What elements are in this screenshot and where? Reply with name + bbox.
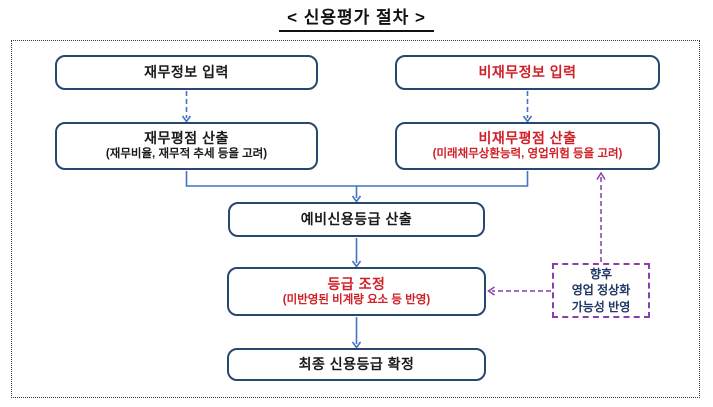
node-rating-adjustment-note: (미반영된 비계량 요소 등 반영)	[282, 293, 431, 306]
node-final-rating-label: 최종 신용등급 확정	[298, 356, 415, 373]
node-rating-adjustment: 등급 조정 (미반영된 비계량 요소 등 반영)	[227, 267, 486, 316]
diagram-title: < 신용평가 절차 >	[279, 3, 434, 32]
node-final-rating: 최종 신용등급 확정	[227, 348, 486, 381]
node-financial-score-note: (재무비율, 재무적 추세 등을 고려)	[105, 148, 268, 161]
future-note-line1: 향후	[589, 267, 613, 282]
node-nonfinancial-score-note: (미래채무상환능력, 영업위험 등을 고려)	[432, 148, 623, 161]
node-financial-input-label: 재무정보 입력	[144, 64, 229, 81]
node-future-normalization-note: 향후 영업 정상화 가능성 반영	[552, 263, 650, 318]
diagram-title-wrap: < 신용평가 절차 >	[0, 3, 713, 32]
node-financial-score: 재무평점 산출 (재무비율, 재무적 추세 등을 고려)	[55, 122, 318, 170]
future-note-line3: 가능성 반영	[571, 299, 631, 314]
node-nonfinancial-input-label: 비재무정보 입력	[478, 64, 577, 81]
node-nonfinancial-input: 비재무정보 입력	[395, 55, 660, 90]
node-preliminary-rating: 예비신용등급 산출	[228, 202, 485, 237]
node-nonfinancial-score-label: 비재무평점 산출	[478, 130, 577, 147]
node-preliminary-rating-label: 예비신용등급 산출	[300, 211, 413, 228]
future-note-line2: 영업 정상화	[571, 283, 631, 298]
node-financial-score-label: 재무평점 산출	[144, 130, 229, 147]
node-nonfinancial-score: 비재무평점 산출 (미래채무상환능력, 영업위험 등을 고려)	[395, 122, 660, 170]
node-financial-input: 재무정보 입력	[55, 55, 318, 90]
node-rating-adjustment-label: 등급 조정	[327, 275, 386, 292]
